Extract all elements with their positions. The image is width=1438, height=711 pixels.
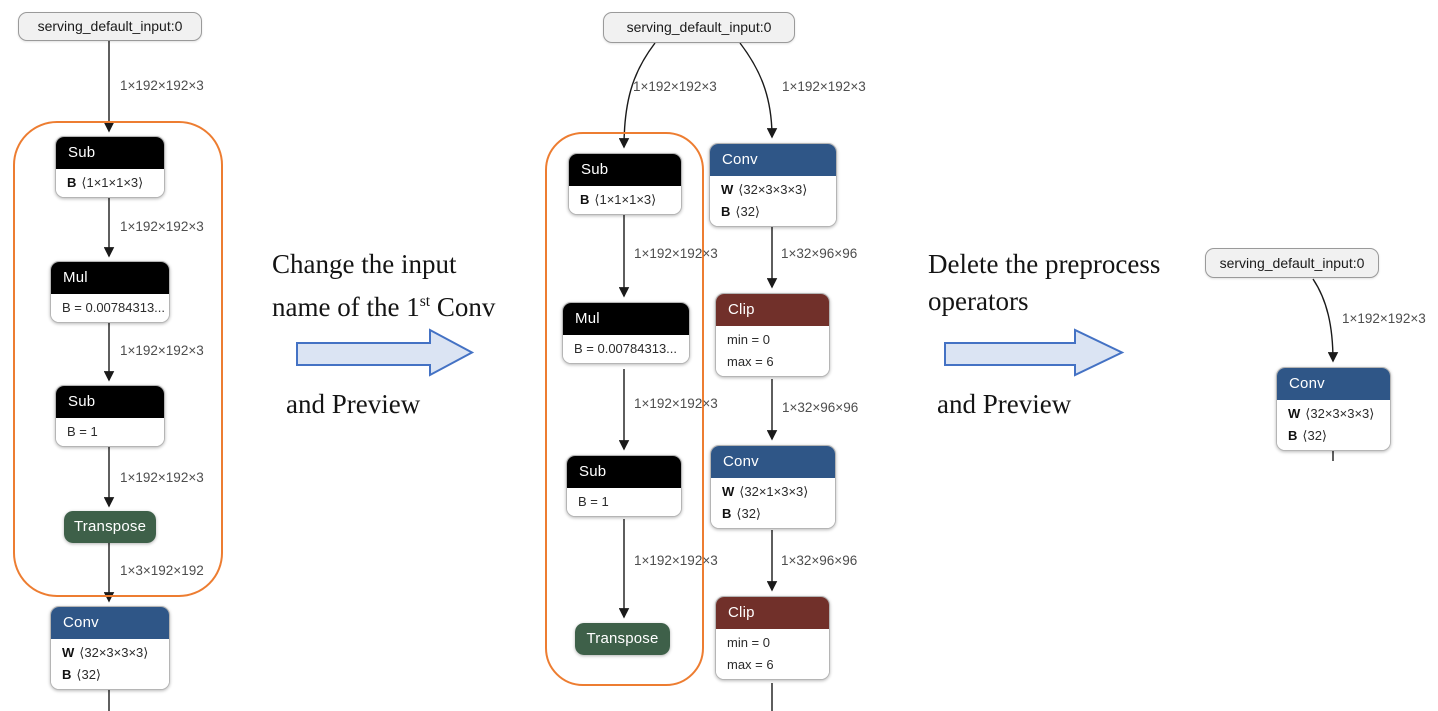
node-attrs: B = 1 [567,488,681,516]
node-conv[interactable]: Conv W⟨32×1×3×3⟩ B⟨32⟩ [710,445,836,529]
node-clip[interactable]: Clip min = 0 max = 6 [715,596,830,680]
node-attrs: W⟨32×3×3×3⟩ B⟨32⟩ [51,639,169,689]
edge-shape-label: 1×192×192×3 [1342,311,1426,326]
edge-shape-label: 1×192×192×3 [120,343,204,358]
edge-shape-label: 1×192×192×3 [633,79,717,94]
annotation-text-and-preview: and Preview [286,389,421,419]
edge-shape-label: 1×192×192×3 [634,553,718,568]
edge-shape-label: 1×192×192×3 [120,470,204,485]
preprocess-highlight-box-middle [545,132,704,686]
node-attrs: B = 1 [56,418,164,446]
node-title: Sub [56,386,164,418]
node-sub[interactable]: Sub B⟨1×1×1×3⟩ [55,136,165,198]
node-title: Sub [56,137,164,169]
edge-shape-label: 1×192×192×3 [634,396,718,411]
edge-shape-label: 1×32×96×96 [781,553,858,568]
node-title: Sub [567,456,681,488]
node-sub[interactable]: Sub B = 1 [55,385,165,447]
node-mul[interactable]: Mul B = 0.00784313... [562,302,690,364]
edge-shape-label: 1×192×192×3 [120,78,204,93]
edge-shape-label: 1×192×192×3 [634,246,718,261]
node-title: Conv [1277,368,1390,400]
input-tensor-pill[interactable]: serving_default_input:0 [18,12,202,41]
edge-shape-label: 1×192×192×3 [120,219,204,234]
node-attrs: W⟨32×1×3×3⟩ B⟨32⟩ [711,478,835,528]
node-conv[interactable]: Conv W⟨32×3×3×3⟩ B⟨32⟩ [1276,367,1391,451]
node-title: Clip [716,294,829,326]
input-tensor-pill[interactable]: serving_default_input:0 [603,12,795,43]
node-attrs: W⟨32×3×3×3⟩ B⟨32⟩ [1277,400,1390,450]
node-attrs: min = 0 max = 6 [716,326,829,376]
block-arrow-icon [296,328,475,377]
node-title: Clip [716,597,829,629]
node-attrs: B⟨1×1×1×3⟩ [569,186,681,214]
node-attrs: min = 0 max = 6 [716,629,829,679]
edge-shape-label: 1×3×192×192 [120,563,204,578]
edge-path [1312,278,1339,363]
node-title: Conv [711,446,835,478]
node-conv[interactable]: Conv W⟨32×3×3×3⟩ B⟨32⟩ [709,143,837,227]
input-tensor-pill[interactable]: serving_default_input:0 [1205,248,1379,278]
node-title: Sub [569,154,681,186]
node-title: Conv [51,607,169,639]
node-title: Transpose [575,623,670,655]
edge-path [739,42,778,139]
node-title: Conv [710,144,836,176]
annotation-text-delete-preprocess: Delete the preprocess operators [928,249,1161,316]
node-sub[interactable]: Sub B = 1 [566,455,682,517]
node-conv[interactable]: Conv W⟨32×3×3×3⟩ B⟨32⟩ [50,606,170,690]
node-attrs: B⟨1×1×1×3⟩ [56,169,164,197]
node-clip[interactable]: Clip min = 0 max = 6 [715,293,830,377]
node-sub[interactable]: Sub B⟨1×1×1×3⟩ [568,153,682,215]
node-mul[interactable]: Mul B = 0.00784313... [50,261,170,323]
edge-shape-label: 1×192×192×3 [782,79,866,94]
node-title: Transpose [64,511,156,543]
annotation-text-change-input: Change the input name of the 1st Conv [272,249,496,322]
block-arrow-icon [944,328,1125,377]
edge-path [618,42,656,149]
annotation-text-and-preview: and Preview [937,389,1072,419]
node-title: Mul [563,303,689,335]
edge-shape-label: 1×32×96×96 [781,246,858,261]
edge-shape-label: 1×32×96×96 [782,400,859,415]
node-transpose[interactable]: Transpose [575,623,670,655]
node-attrs: B = 0.00784313... [51,294,169,322]
node-attrs: W⟨32×3×3×3⟩ B⟨32⟩ [710,176,836,226]
node-attrs: B = 0.00784313... [563,335,689,363]
preprocess-highlight-box-left [13,121,223,597]
node-transpose[interactable]: Transpose [64,511,156,543]
node-title: Mul [51,262,169,294]
